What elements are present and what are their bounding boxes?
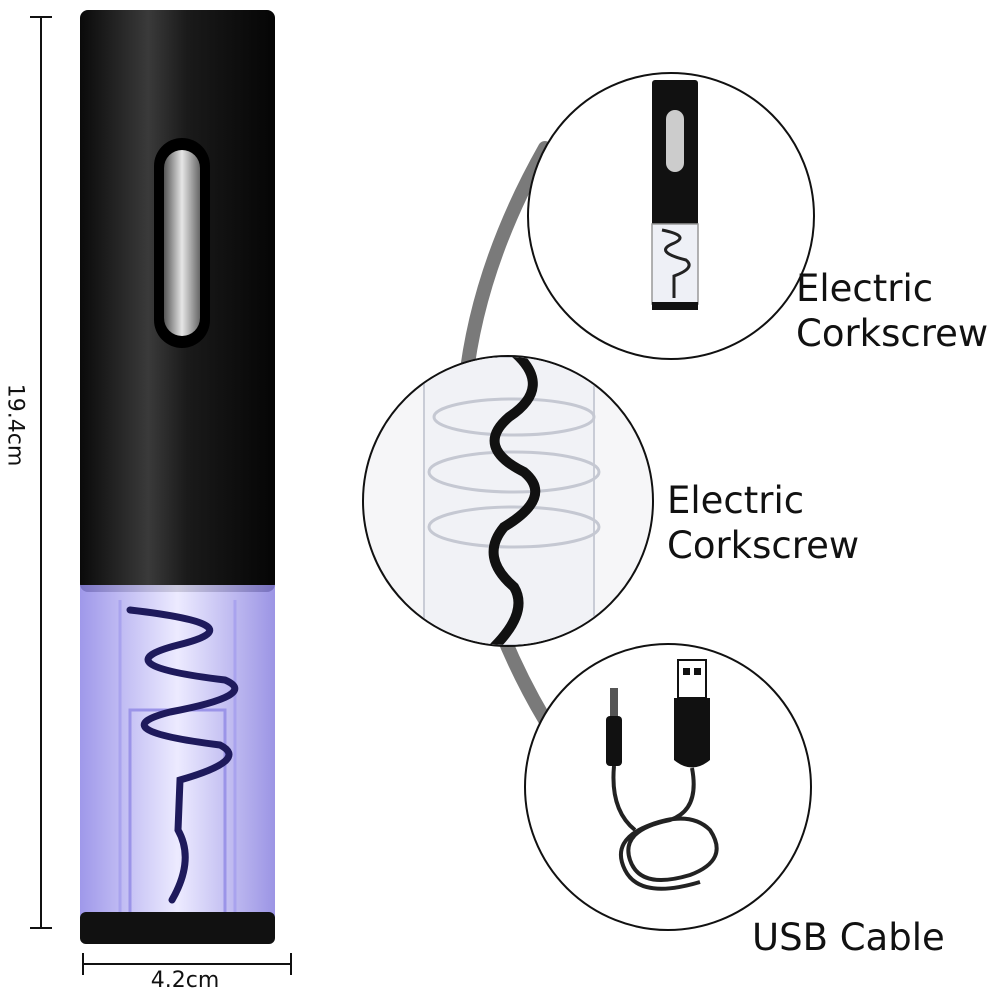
width-dimension-line — [83, 963, 291, 965]
width-dimension-cap-right — [290, 953, 292, 975]
corkscrew-thumbnail — [651, 80, 699, 310]
callout-circle-spiral — [362, 355, 654, 647]
width-label: 4.2cm — [150, 968, 220, 993]
corkscrew-product-image — [80, 10, 275, 944]
callout-label-1-line2: Corkscrew — [796, 312, 989, 355]
usb-cable-image — [606, 659, 719, 891]
spiral-closeup — [423, 357, 601, 645]
callout-label-2: Electric Corkscrew — [667, 478, 859, 568]
callout-circle-usb-cable — [524, 643, 812, 931]
callout-label-2-line2: Corkscrew — [667, 524, 860, 567]
height-dimension: 19.4cm — [0, 345, 30, 505]
callout-label-1: Electric Corkscrew — [796, 266, 988, 356]
callout-label-3: USB Cable — [752, 916, 945, 959]
height-dimension-line — [40, 16, 42, 928]
callout-label-2-line1: Electric — [667, 479, 805, 522]
callout-label-1-line1: Electric — [796, 267, 934, 310]
height-label: 19.4cm — [2, 383, 28, 467]
height-dimension-cap-bottom — [30, 927, 52, 929]
